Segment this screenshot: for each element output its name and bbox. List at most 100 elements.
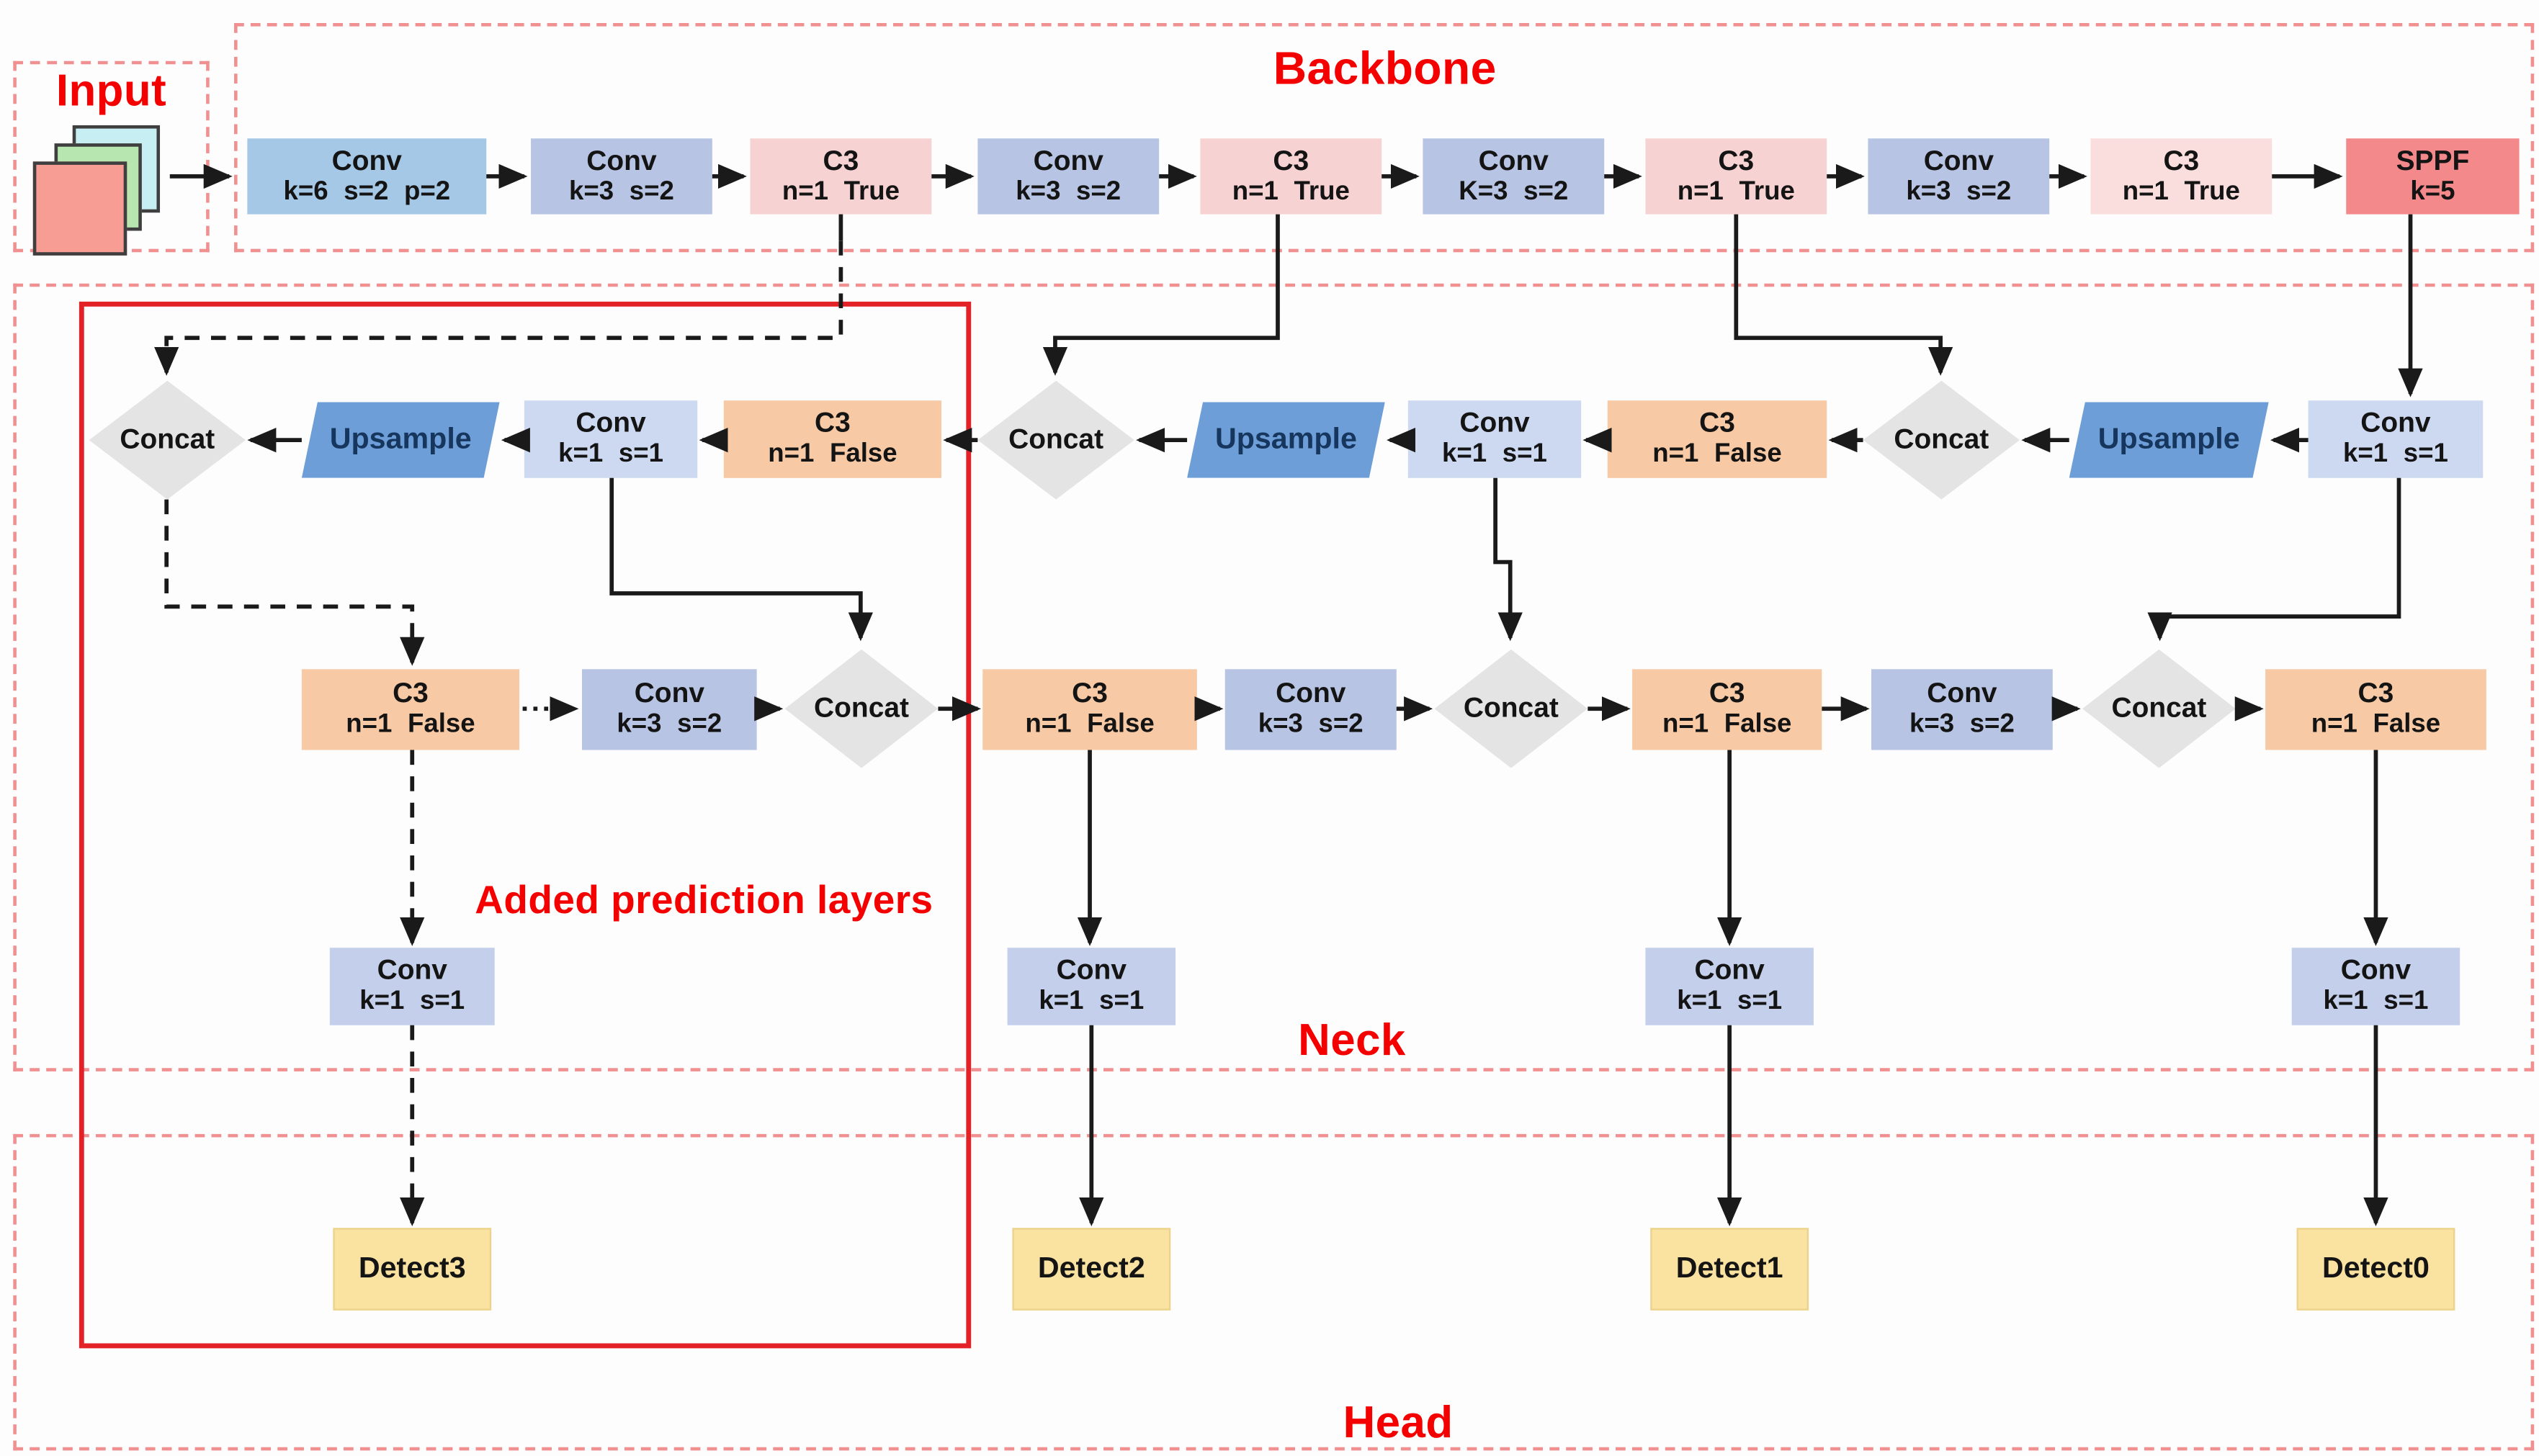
node-params: K=3 s=2 [1459,177,1569,206]
node-title: Concat [120,423,215,455]
node-params: k=3 s=2 [1016,177,1121,206]
node-title: Detect3 [358,1251,466,1285]
node-title: C3 [2163,144,2200,176]
node-title: C3 [823,144,859,176]
node-params: k=6 s=2 p=2 [283,177,451,206]
node-title: Detect0 [2322,1251,2430,1285]
added-prediction-layers-label: Added prediction layers [475,878,933,923]
node-title: C3 [1072,677,1108,709]
node-params: k=5 [2410,177,2455,206]
node-title: Conv [377,954,447,986]
node-params: n=1 True [1677,177,1795,206]
node-title: C3 [815,407,851,439]
node-params: n=1 False [1662,710,1792,739]
node-params: k=3 s=2 [1909,710,2015,739]
node-title: Upsample [1214,422,1357,456]
node-title: C3 [2357,677,2394,709]
neck-row1-upsample-5: Upsample [1187,402,1385,478]
node-title: Detect2 [1037,1251,1145,1285]
node-params: k=1 s=1 [1677,987,1783,1016]
node-params: k=3 s=2 [1258,710,1363,739]
node-title: Conv [1276,677,1346,709]
neck-label: Neck [1298,1015,1406,1065]
node-params: n=1 True [1232,177,1350,206]
node-title: SPPF [2396,144,2470,176]
node-title: Conv [331,144,402,176]
node-title: Concat [1463,692,1559,724]
neck-row1-upsample-1: Upsample [301,402,500,478]
node-title: Concat [814,692,909,724]
node-params: n=1 False [1652,440,1782,469]
neck-row1-upsample-9: Upsample [2069,402,2269,478]
node-params: n=1 False [768,440,897,469]
detect2-node: Detect2 [1012,1228,1171,1311]
node-title: C3 [393,677,429,709]
node-title: C3 [1699,407,1735,439]
node-title: Concat [2111,692,2207,724]
node-title: Conv [1927,677,1997,709]
node-params: k=3 s=2 [617,710,722,739]
node-params: k=1 s=1 [2342,440,2448,469]
image-layer-front-icon [32,161,127,256]
node-title: C3 [1273,144,1309,176]
node-params: k=1 s=1 [1442,440,1547,469]
node-title: Conv [586,144,657,176]
head-label: Head [1343,1398,1454,1447]
node-params: n=1 True [2122,177,2240,206]
backbone-label: Backbone [1273,42,1497,94]
node-title: C3 [1718,144,1755,176]
node-params: k=1 s=1 [1039,987,1145,1016]
node-title: Conv [1923,144,1994,176]
node-title: Conv [2340,954,2412,986]
node-params: n=1 False [346,710,475,739]
node-params: k=1 s=1 [2323,987,2429,1016]
input-label: Input [55,66,167,116]
node-title: Upsample [2097,422,2240,456]
node-title: Conv [2360,407,2431,439]
node-params: k=1 s=1 [558,440,664,469]
detect1-node: Detect1 [1650,1228,1809,1311]
node-params: n=1 False [1025,710,1155,739]
node-title: Detect1 [1675,1251,1783,1285]
node-title: Concat [1008,423,1104,455]
node-title: Conv [634,677,704,709]
node-params: n=1 False [2311,710,2441,739]
node-title: Conv [576,407,646,439]
detect0-node: Detect0 [2296,1228,2455,1311]
backbone-section-frame [234,23,2535,253]
node-params: k=1 s=1 [359,987,465,1016]
node-params: k=3 s=2 [1906,177,2012,206]
detect3-node: Detect3 [333,1228,492,1311]
node-title: Conv [1694,954,1765,986]
node-title: Concat [1894,423,1989,455]
node-params: k=3 s=2 [568,177,674,206]
node-params: n=1 True [782,177,900,206]
node-title: Conv [1056,954,1127,986]
node-title: Conv [1033,144,1103,176]
